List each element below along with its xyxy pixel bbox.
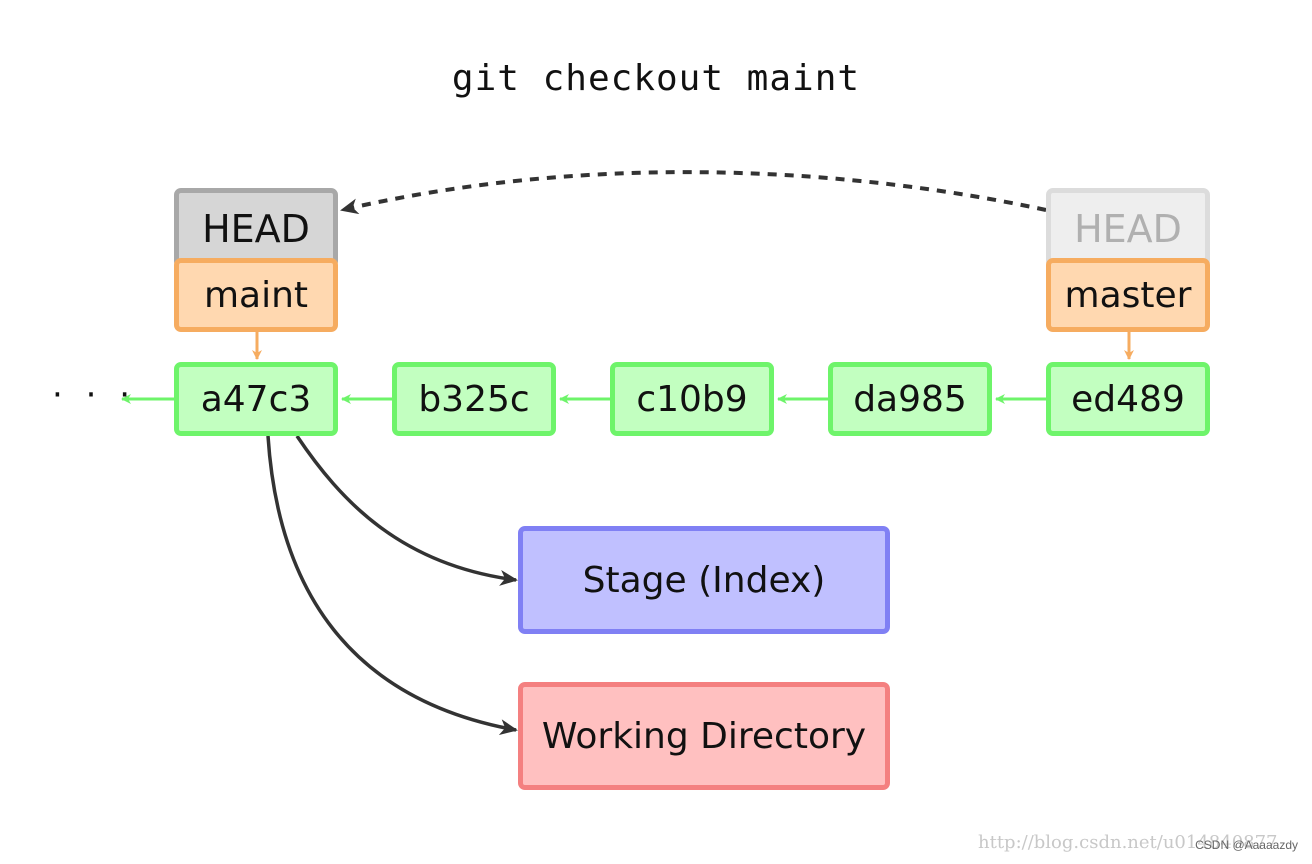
- command-title: git checkout maint: [451, 58, 861, 99]
- commit-to-stage-arrow: [295, 435, 518, 586]
- head-move-arrow: [340, 170, 1047, 215]
- commit-node: b325c: [392, 362, 556, 436]
- stage-index-box: Stage (Index): [518, 526, 890, 634]
- commit-node: c10b9: [610, 362, 774, 436]
- commit-to-workdir-arrow: [266, 435, 518, 736]
- older-commits-ellipsis: · · ·: [52, 375, 137, 415]
- commit-node: a47c3: [174, 362, 338, 436]
- branch-maint: maint: [174, 258, 338, 332]
- watermark-url: http://blog.csdn.net/u014840877: [978, 832, 1278, 853]
- head-pointer-current: HEAD: [174, 188, 338, 268]
- commit-node: da985: [828, 362, 992, 436]
- branch-master: master: [1046, 258, 1210, 332]
- working-directory-box: Working Directory: [518, 682, 890, 790]
- head-pointer-previous: HEAD: [1046, 188, 1210, 268]
- commit-node: ed489: [1046, 362, 1210, 436]
- watermark-credit: CSDN @Aaaaazdy: [1195, 838, 1298, 852]
